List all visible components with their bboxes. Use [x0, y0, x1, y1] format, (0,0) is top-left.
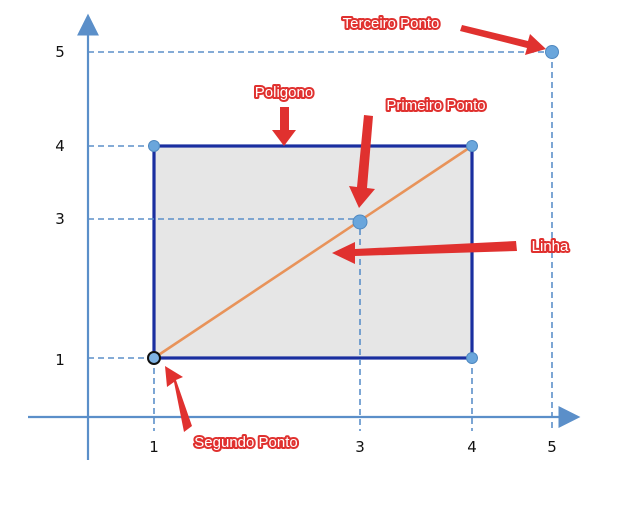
primeiro-ponto-marker [352, 214, 368, 230]
poligono-arrow [272, 107, 296, 146]
terceiro-ponto-label: Terceiro Ponto [343, 15, 440, 32]
linha-segment [153, 144, 473, 360]
guide-lines [88, 51, 553, 431]
y-tick-1: 1 [55, 351, 65, 369]
primeiro-ponto-label: Primeiro Ponto [386, 97, 485, 114]
x-tick-4: 4 [467, 438, 477, 456]
x-tick-5: 5 [547, 438, 557, 456]
polygon-vertex-top-right [466, 140, 478, 152]
polygon-vertex-bottom-right [466, 352, 478, 364]
callout-arrows [165, 25, 546, 432]
linha-label: Linha [532, 238, 569, 255]
primeiro-ponto-arrow [349, 115, 375, 208]
y-tick-3: 3 [55, 210, 65, 228]
terceiro-ponto-marker [545, 45, 559, 59]
x-tick-1: 1 [149, 438, 159, 456]
terceiro-ponto-arrow [460, 25, 546, 55]
segundo-ponto-marker [147, 351, 161, 365]
linha-arrow [332, 241, 517, 264]
poligono-label: Poligono [255, 84, 313, 101]
x-tick-3: 3 [355, 438, 365, 456]
segundo-ponto-arrow [165, 366, 192, 432]
polygon-vertex-top-left [148, 140, 160, 152]
y-tick-5: 5 [55, 43, 65, 61]
y-tick-4: 4 [55, 137, 65, 155]
segundo-ponto-label: Segundo Ponto [194, 434, 297, 451]
